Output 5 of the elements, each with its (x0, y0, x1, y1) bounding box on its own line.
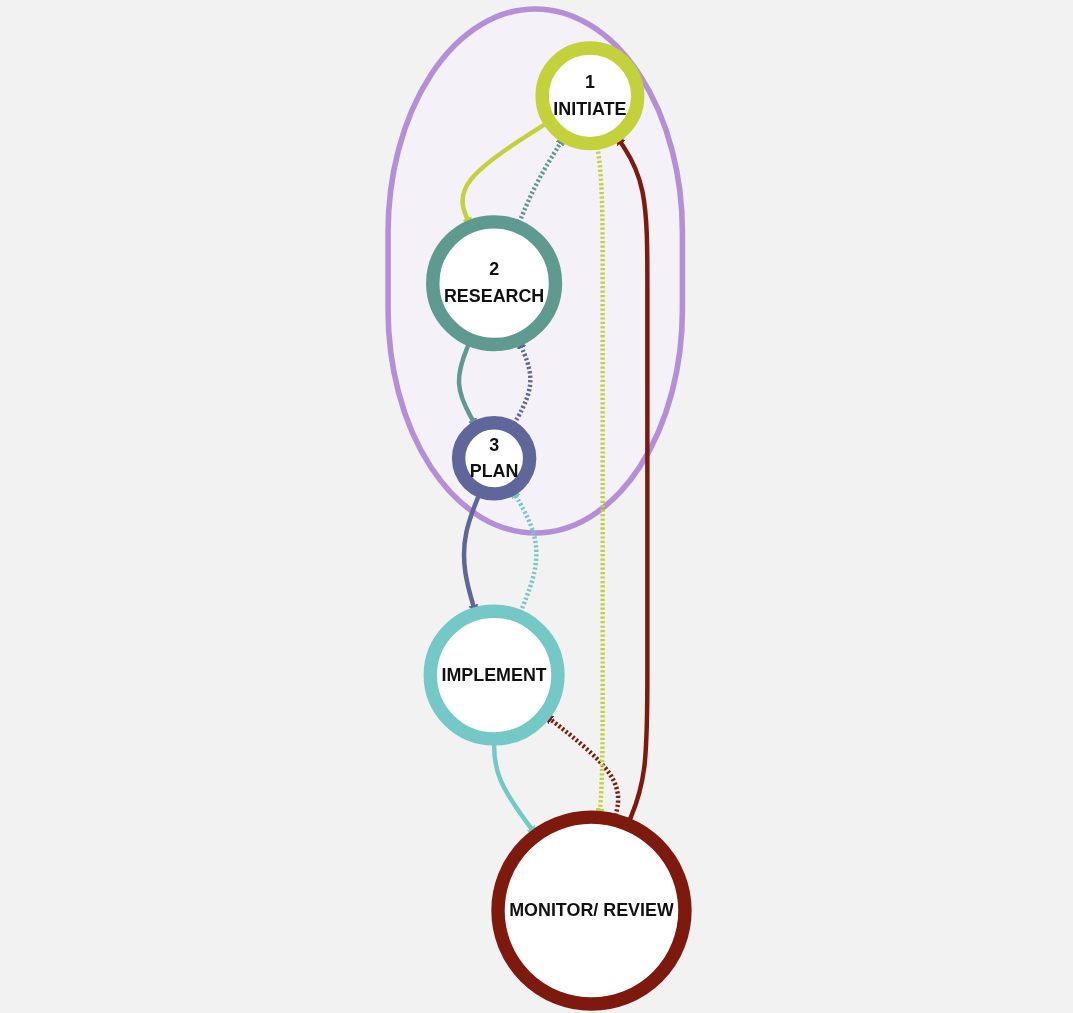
node-circle: IMPLEMENT (423, 604, 565, 746)
node-circle: 2 RESEARCH (426, 215, 563, 352)
node-circle: 3 PLAN (451, 416, 537, 501)
node-circle: 1 INITIATE (535, 41, 645, 151)
node-circle: MONITOR/ REVIEW (491, 810, 692, 1011)
